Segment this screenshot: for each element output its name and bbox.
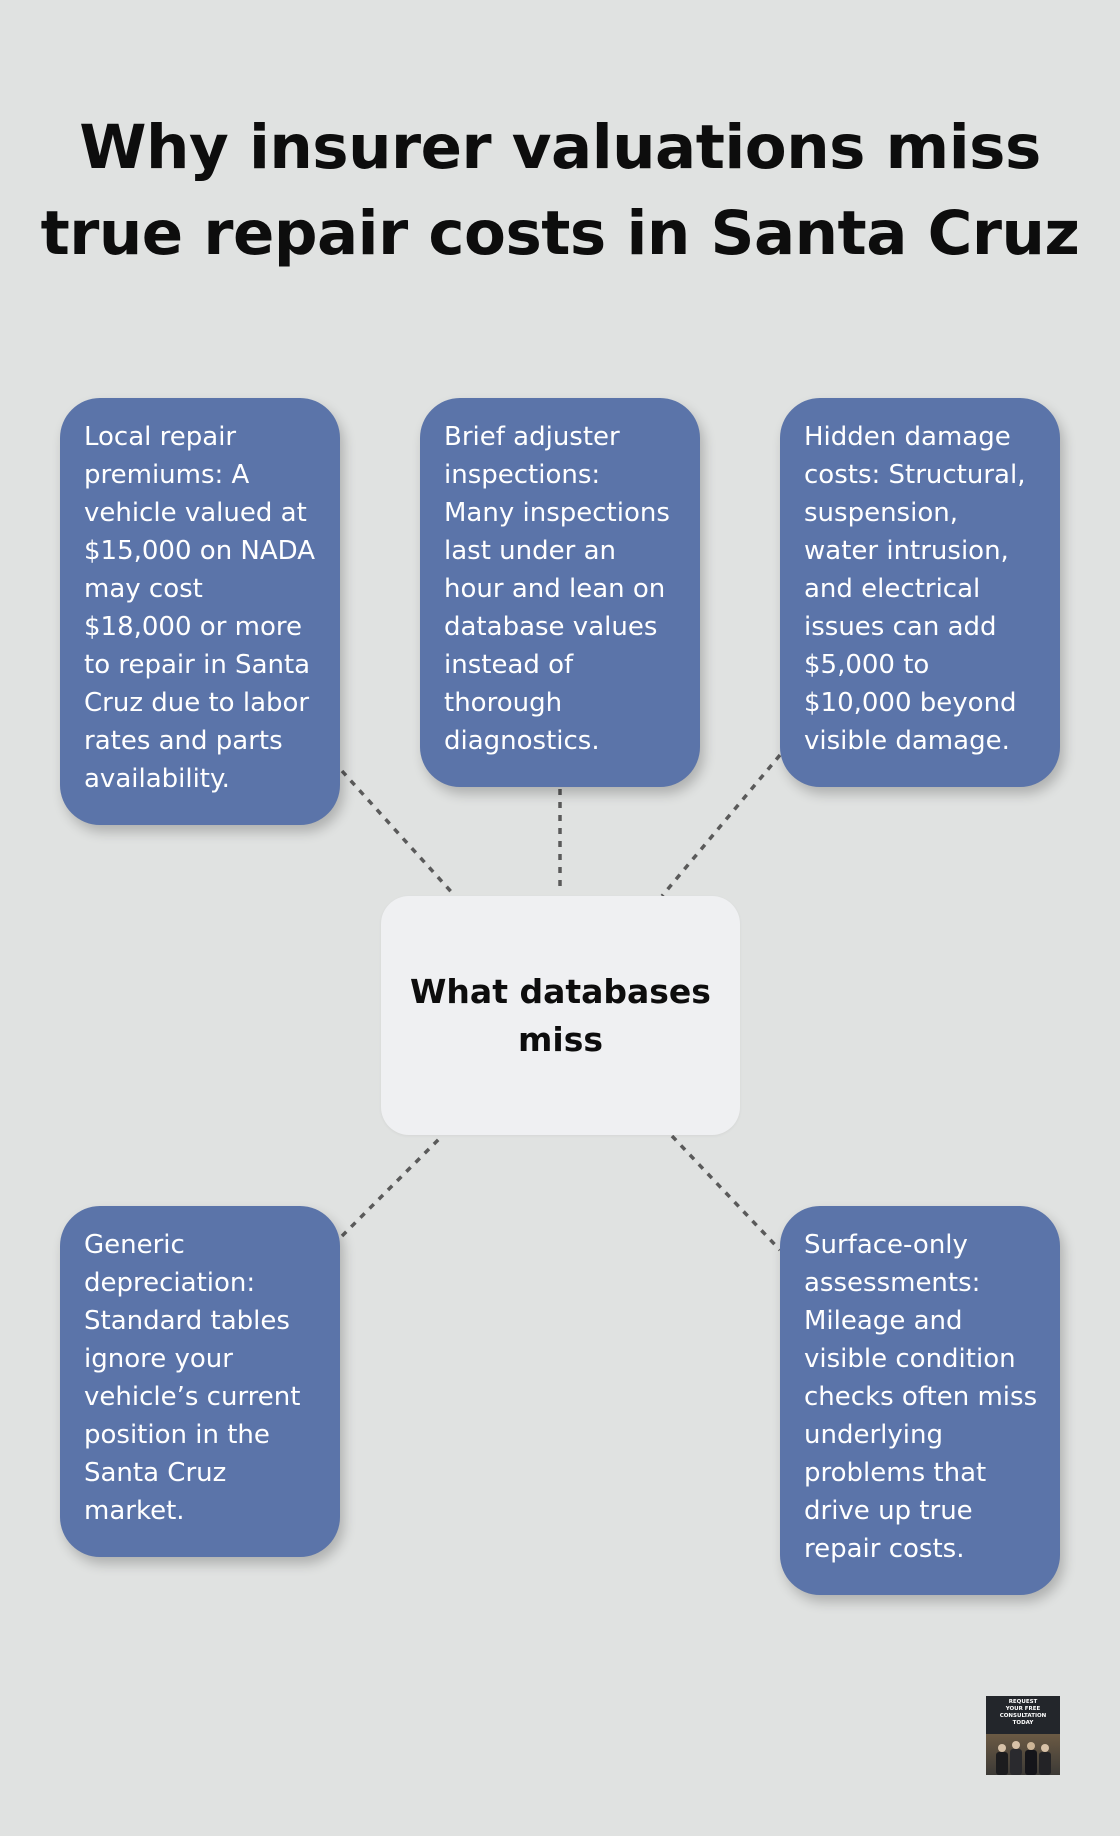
node-hidden-damage-costs: Hidden damage costs: Structural, suspens… — [780, 398, 1060, 787]
node-text: Hidden damage costs: Structural, suspens… — [804, 422, 1026, 756]
node-local-repair-premiums: Local repair premiums: A vehicle valued … — [60, 398, 340, 825]
team-photo-figures — [996, 1741, 1051, 1775]
connector-local-repair-premiums — [340, 769, 457, 898]
connector-surface-only-assessments — [670, 1134, 782, 1252]
center-label: What databases miss — [410, 971, 711, 1059]
node-surface-only-assessments: Surface-only assessments: Mileage and vi… — [780, 1206, 1060, 1595]
node-text: Generic depreciation: Standard tables ig… — [84, 1230, 301, 1526]
team-photo — [986, 1734, 1060, 1775]
node-text: Brief adjuster inspections: Many inspect… — [444, 422, 670, 756]
badge-text: REQUEST YOUR FREE CONSULTATION TODAY — [999, 1699, 1047, 1726]
node-generic-depreciation: Generic depreciation: Standard tables ig… — [60, 1206, 340, 1557]
node-text: Local repair premiums: A vehicle valued … — [84, 422, 316, 794]
node-brief-adjuster-inspections: Brief adjuster inspections: Many inspect… — [420, 398, 700, 787]
connector-generic-depreciation — [340, 1134, 444, 1238]
center-node: What databases miss — [381, 896, 740, 1135]
node-text: Surface-only assessments: Mileage and vi… — [804, 1230, 1038, 1564]
connector-hidden-damage-costs — [660, 753, 782, 898]
consultation-badge[interactable]: REQUEST YOUR FREE CONSULTATION TODAY — [986, 1696, 1060, 1775]
page-title: Why insurer valuations miss true repair … — [40, 112, 1080, 269]
